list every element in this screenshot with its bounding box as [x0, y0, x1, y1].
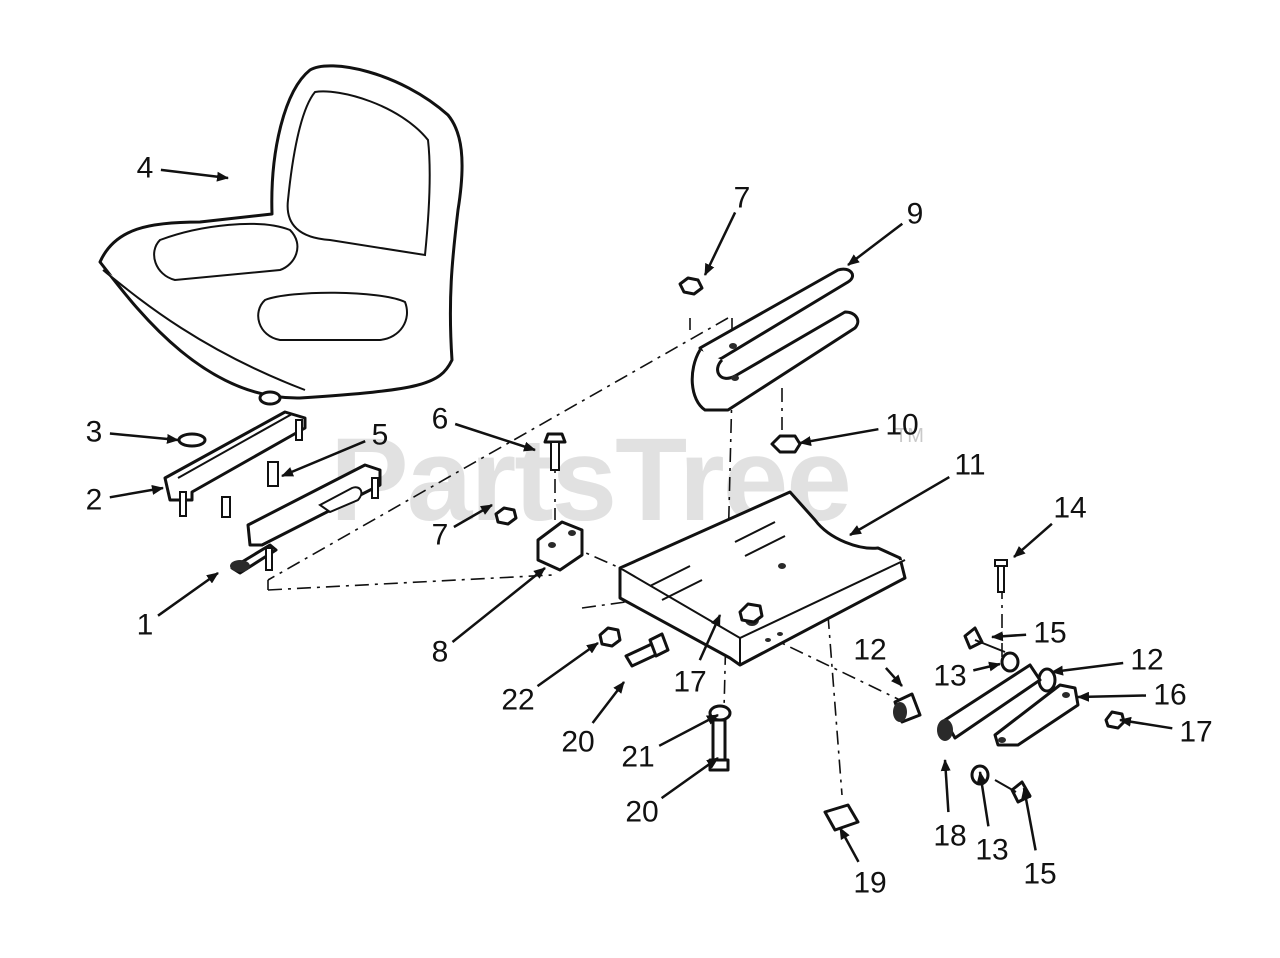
- watermark-tm: TM: [895, 425, 924, 447]
- callout-c12b: 12: [1130, 644, 1163, 677]
- bushing-part-12: [893, 667, 1057, 724]
- cap-part-19: [823, 803, 860, 832]
- callout-c15a: 15: [1033, 617, 1066, 650]
- leader-arrow-c13a: [973, 661, 1001, 672]
- leader-arrow-c21: [658, 713, 719, 747]
- leader-arrow-c20a: [591, 681, 625, 724]
- leader-arrow-c8: [451, 567, 546, 643]
- adjuster-rail-part-1: [230, 463, 382, 575]
- callout-c1: 1: [137, 609, 154, 642]
- leader-arrow-c13b: [976, 771, 990, 827]
- leader-arrow-c10: [799, 427, 879, 447]
- callout-c2: 2: [86, 484, 103, 517]
- watermark: PartsTree TM: [330, 414, 924, 546]
- leader-arrow-c16: [1077, 691, 1147, 702]
- nut-part-22: [598, 626, 622, 648]
- leader-arrow-c14: [1013, 522, 1053, 558]
- callout-c22: 22: [501, 684, 534, 717]
- callout-c17b: 17: [1179, 716, 1212, 749]
- seat-rail-part-2: [163, 410, 307, 517]
- leader-arrows: [109, 168, 1173, 863]
- gas-spring-part-18: [937, 663, 1042, 741]
- callout-c13b: 13: [975, 834, 1008, 867]
- callout-c4: 4: [137, 152, 154, 185]
- callout-c7b: 7: [432, 519, 449, 552]
- bolt-part-6: [543, 432, 567, 471]
- callout-c11: 11: [954, 449, 985, 482]
- bracket-part-16: [993, 683, 1080, 747]
- leader-arrow-c7b: [453, 503, 493, 529]
- callout-c20a: 20: [561, 726, 594, 759]
- leader-arrow-c17b: [1119, 716, 1173, 730]
- leader-arrow-c1: [157, 571, 219, 617]
- bumper-part-3: [177, 390, 282, 448]
- leader-arrow-c17a: [698, 614, 722, 661]
- leader-arrow-c3: [109, 432, 179, 444]
- leader-arrow-c2: [109, 484, 164, 499]
- callout-c12a: 12: [853, 634, 886, 667]
- callout-c19: 19: [853, 867, 886, 900]
- bolt-part-5: [221, 461, 279, 518]
- strap-part-9: [690, 267, 860, 412]
- seat-pan-part-11: [618, 490, 907, 667]
- callout-c10: 10: [885, 409, 918, 442]
- callout-c18: 18: [933, 820, 966, 853]
- callout-c9: 9: [907, 198, 924, 231]
- callout-c3: 3: [86, 416, 103, 449]
- leader-arrow-c4: [160, 168, 229, 182]
- callout-c16: 16: [1153, 679, 1186, 712]
- leader-arrow-c12b: [1051, 661, 1124, 676]
- leader-arrow-c6: [454, 422, 536, 452]
- leader-arrow-c18: [940, 759, 951, 813]
- callout-c8: 8: [432, 636, 449, 669]
- bolt-part-14: [994, 559, 1008, 593]
- callout-c13a: 13: [933, 660, 966, 693]
- leader-arrow-c20b: [660, 756, 719, 800]
- callout-c17a: 17: [673, 666, 706, 699]
- callout-c6: 6: [432, 403, 449, 436]
- leader-arrow-c9: [847, 222, 904, 266]
- leader-arrow-c5: [281, 440, 366, 478]
- callout-c15b: 15: [1023, 858, 1056, 891]
- leader-arrow-c15a: [991, 631, 1027, 642]
- leader-arrow-c7a: [703, 211, 737, 276]
- callout-c21: 21: [621, 741, 654, 774]
- callout-c14: 14: [1053, 492, 1086, 525]
- leader-arrow-c15b: [1021, 787, 1037, 851]
- leader-arrow-c12a: [884, 667, 903, 687]
- callout-c5: 5: [372, 419, 389, 452]
- callout-c20b: 20: [625, 796, 658, 829]
- bracket-part-8: [536, 520, 584, 572]
- callout-c7a: 7: [734, 182, 751, 215]
- nut-part-10: [770, 434, 802, 454]
- leader-arrow-c19: [838, 827, 860, 863]
- nut-part-7: [494, 276, 704, 526]
- seat: [98, 64, 464, 400]
- leader-arrow-c11: [849, 476, 950, 537]
- leader-arrow-c22: [536, 641, 599, 688]
